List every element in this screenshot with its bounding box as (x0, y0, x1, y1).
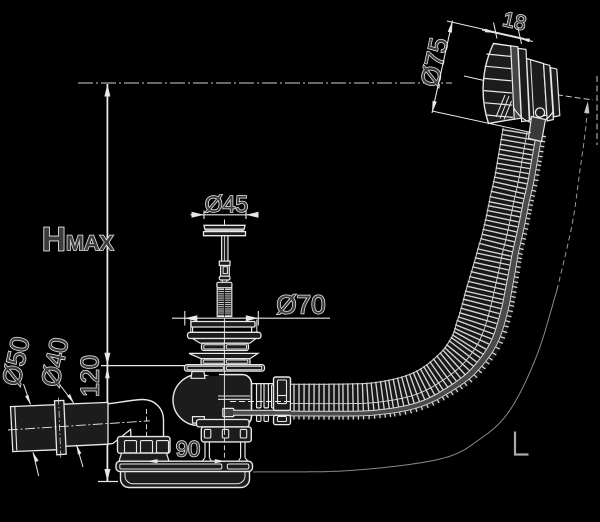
svg-text:H: H (42, 221, 66, 258)
svg-text:120: 120 (77, 355, 105, 397)
svg-text:Ø45: Ø45 (205, 191, 248, 217)
svg-text:MAX: MAX (66, 231, 114, 255)
svg-text:Ø50: Ø50 (0, 334, 35, 388)
svg-text:Ø70: Ø70 (276, 290, 325, 320)
svg-text:90: 90 (176, 437, 200, 462)
